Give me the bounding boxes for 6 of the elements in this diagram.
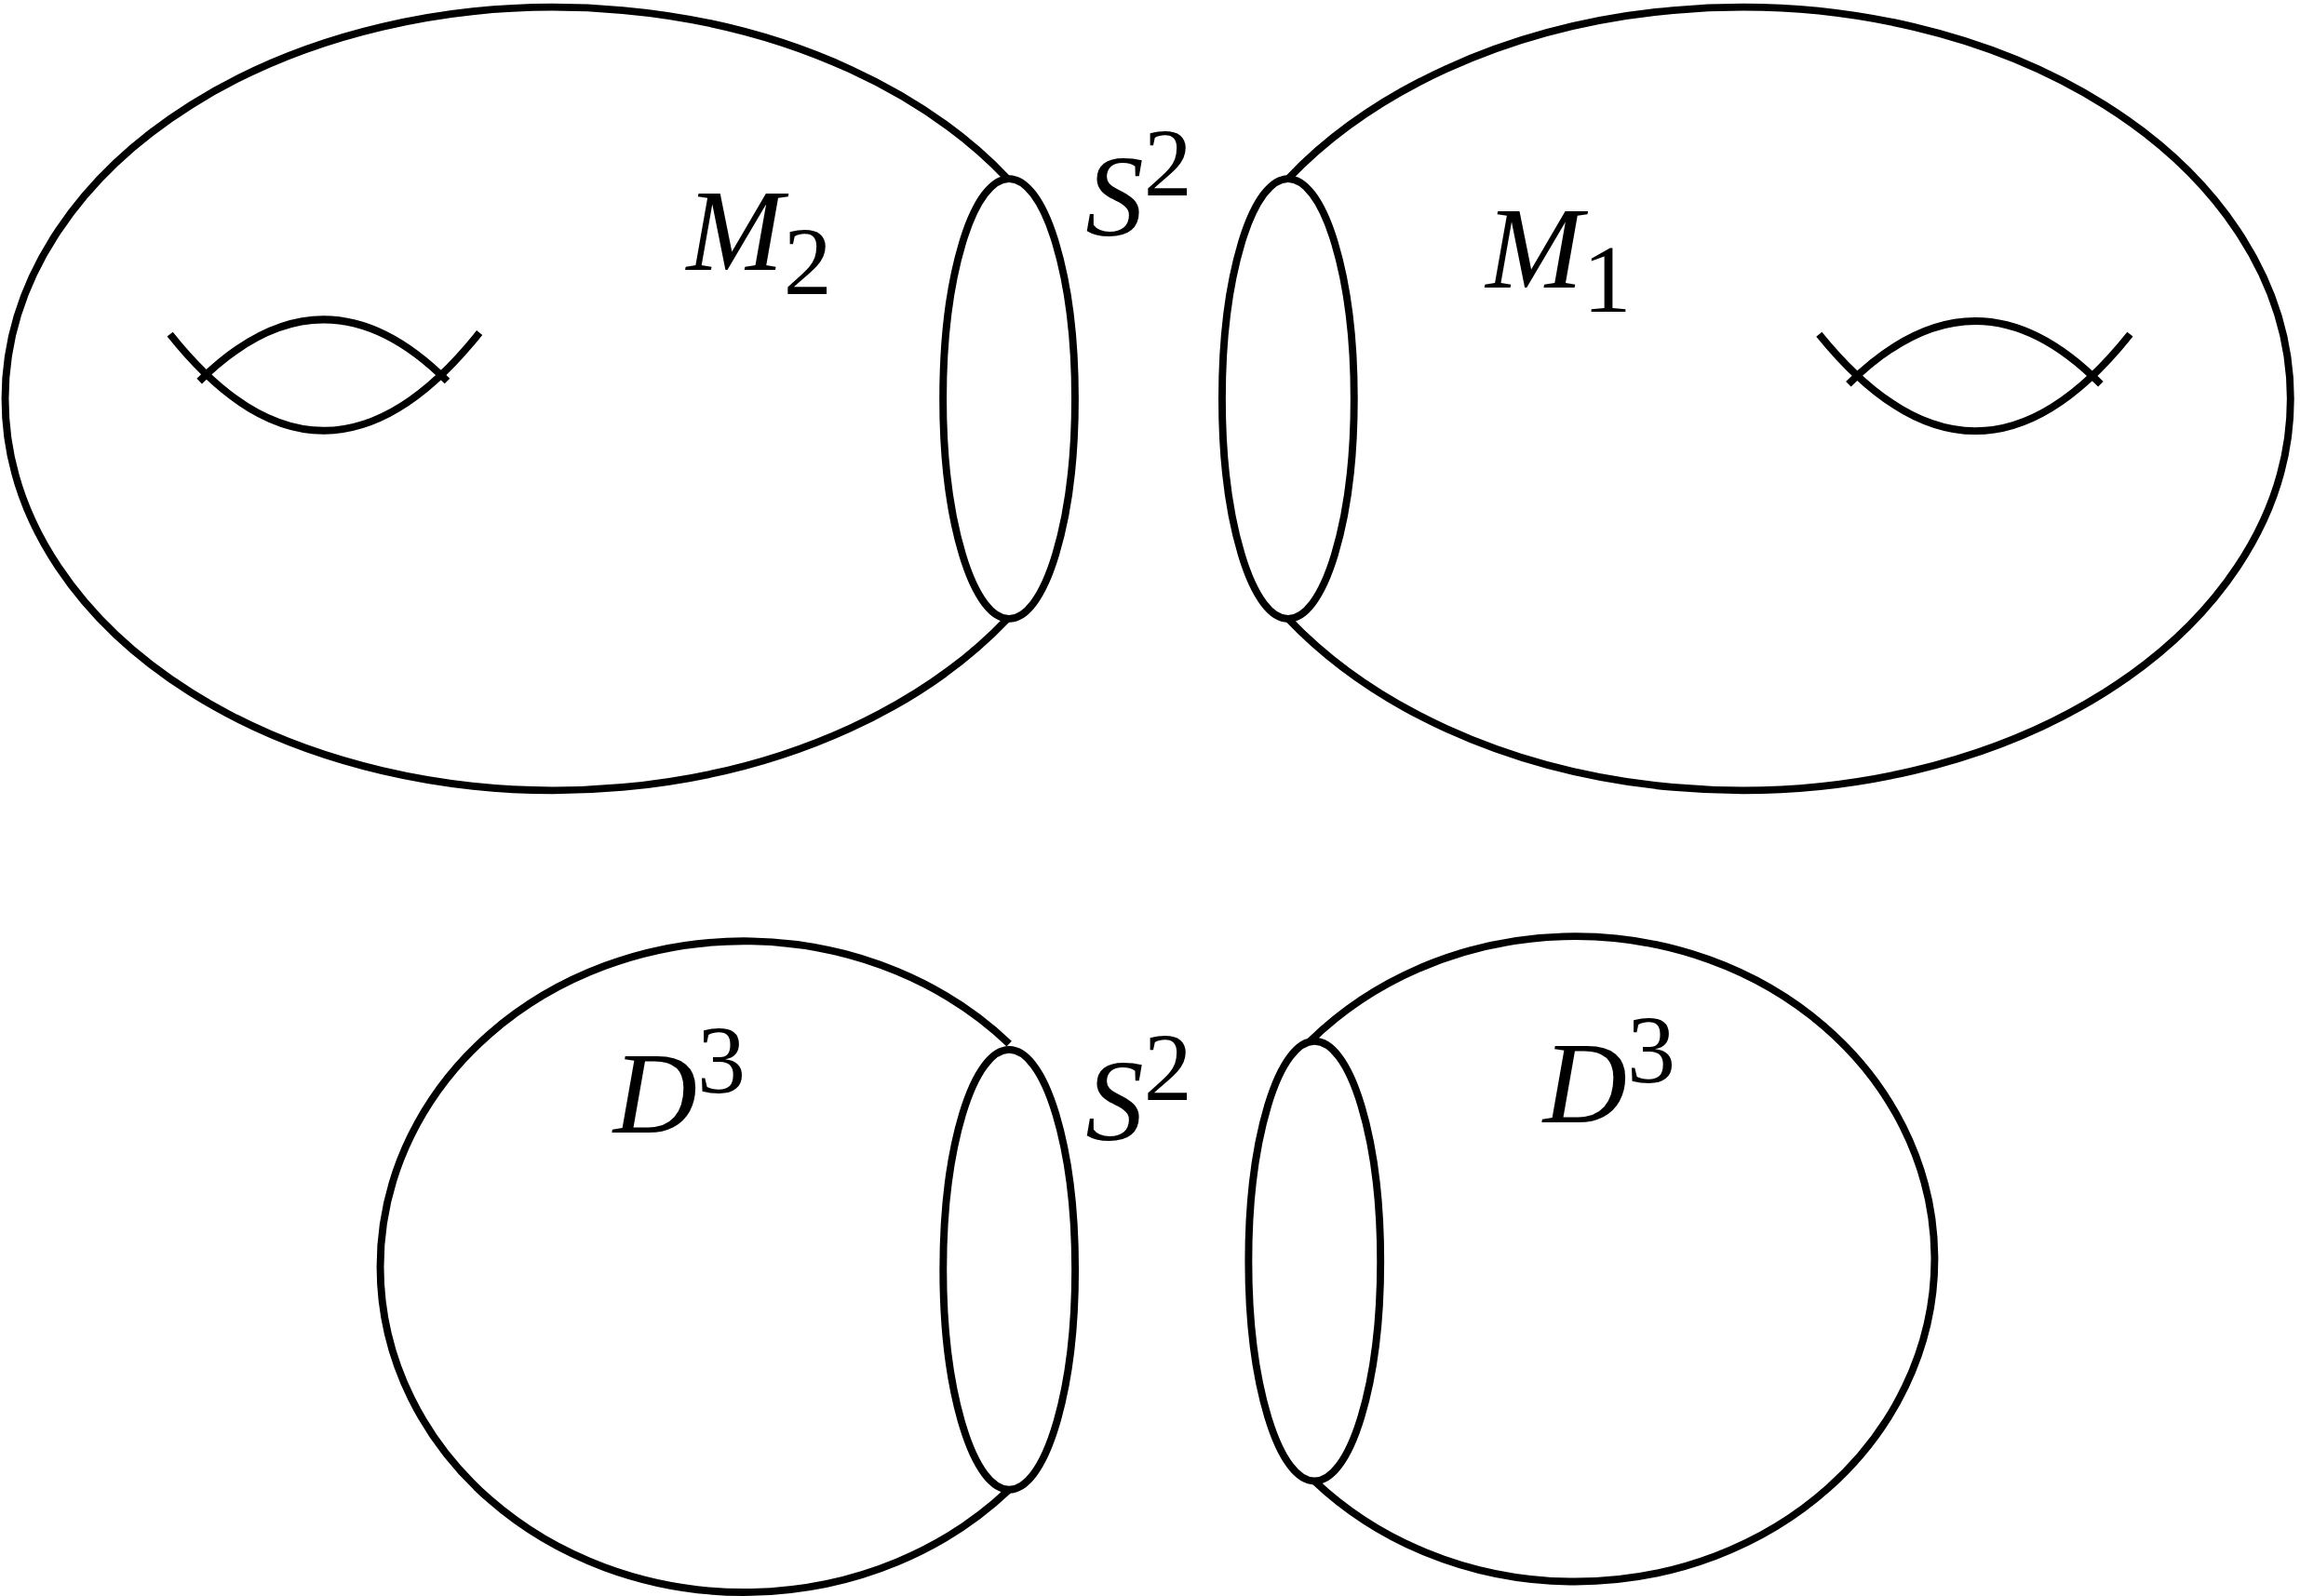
math-label: S$^{2}$: [1085, 114, 1192, 255]
math-label: S$^{2}$: [1085, 1019, 1192, 1160]
math-label: D$^{3}$: [612, 1012, 746, 1152]
math-label: D$^{3}$: [1542, 1001, 1676, 1142]
math-label: M$_{1}$: [1486, 190, 1632, 328]
math-label: M$_{2}$: [686, 172, 832, 311]
